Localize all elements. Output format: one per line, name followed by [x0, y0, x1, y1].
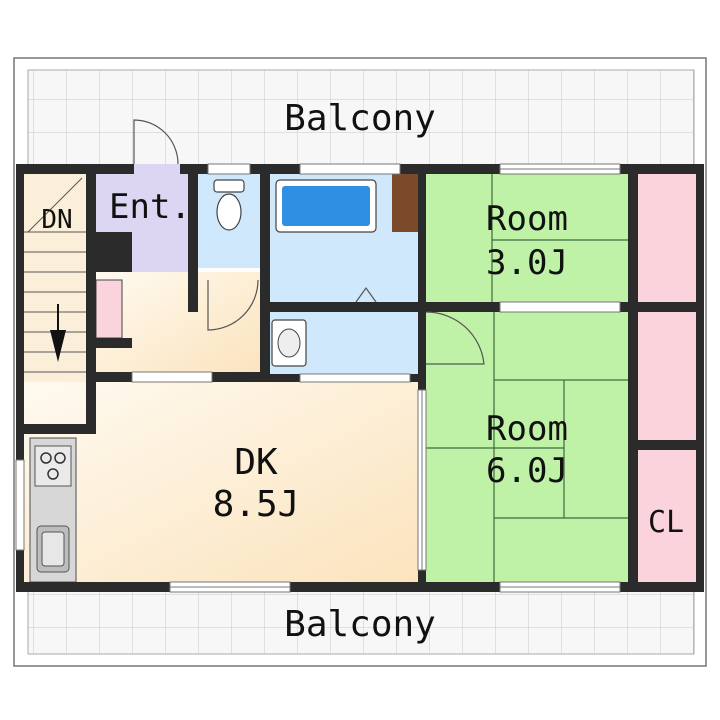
bathtub-water: [282, 186, 370, 226]
toilet-tank-icon: [213, 179, 245, 193]
balcony-top-area: [27, 69, 695, 167]
entrance-door-opening: [134, 164, 180, 174]
room-large-name: Room: [486, 409, 568, 449]
room-door-swing: [425, 311, 485, 365]
entrance-door-swing: [133, 119, 179, 165]
hall-closet: [95, 279, 123, 339]
washbasin-bowl-icon: [277, 328, 301, 358]
shoe-cabinet: [96, 232, 132, 272]
dk-name: DK: [234, 442, 278, 483]
room-small: [426, 174, 628, 302]
room-large-tatami-lines: [426, 312, 628, 582]
bath-cabinet: [392, 174, 418, 232]
dining-kitchen: [24, 382, 418, 582]
stair-arrow-head-icon: [50, 330, 66, 362]
room-large-size: 6.0J: [486, 451, 568, 491]
stove-icon: [34, 445, 72, 487]
closet-label: CL: [648, 505, 684, 540]
kitchen-sink-icon: [36, 525, 70, 573]
room-small-size: 3.0J: [486, 243, 568, 283]
closet-top: [638, 174, 696, 302]
room-small-name: Room: [486, 199, 568, 239]
balcony-bottom-label: Balcony: [284, 604, 436, 645]
balcony-top-label: Balcony: [284, 98, 436, 139]
dk-size: 8.5J: [213, 484, 300, 525]
toilet-door-swing: [207, 279, 259, 331]
bath-door-arrow: [355, 286, 377, 303]
toilet-bowl-icon: [216, 193, 242, 231]
stair-down-label: DN: [41, 205, 72, 235]
closet-bottom: [638, 450, 696, 582]
closet-middle: [638, 312, 696, 440]
room-small-tatami-lines: [491, 174, 628, 302]
entrance-label: Ent.: [109, 187, 191, 227]
